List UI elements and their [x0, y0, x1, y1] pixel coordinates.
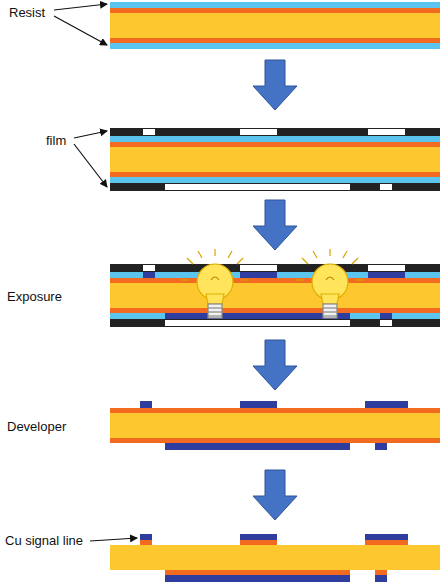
part-label: Developer [6, 420, 67, 434]
light-bulb [181, 249, 364, 318]
part-label: film [45, 134, 67, 148]
part-label: Resist [8, 6, 46, 20]
part-label: Cu signal line [4, 534, 84, 548]
stage-developer [110, 401, 440, 450]
stage-resist [110, 2, 440, 49]
stage-film [110, 128, 440, 191]
part-label: Exposure [6, 290, 63, 304]
leader-line [54, 4, 137, 541]
stage-exposure [110, 249, 440, 327]
process-arrow [253, 60, 297, 520]
stage-etched [110, 534, 440, 582]
